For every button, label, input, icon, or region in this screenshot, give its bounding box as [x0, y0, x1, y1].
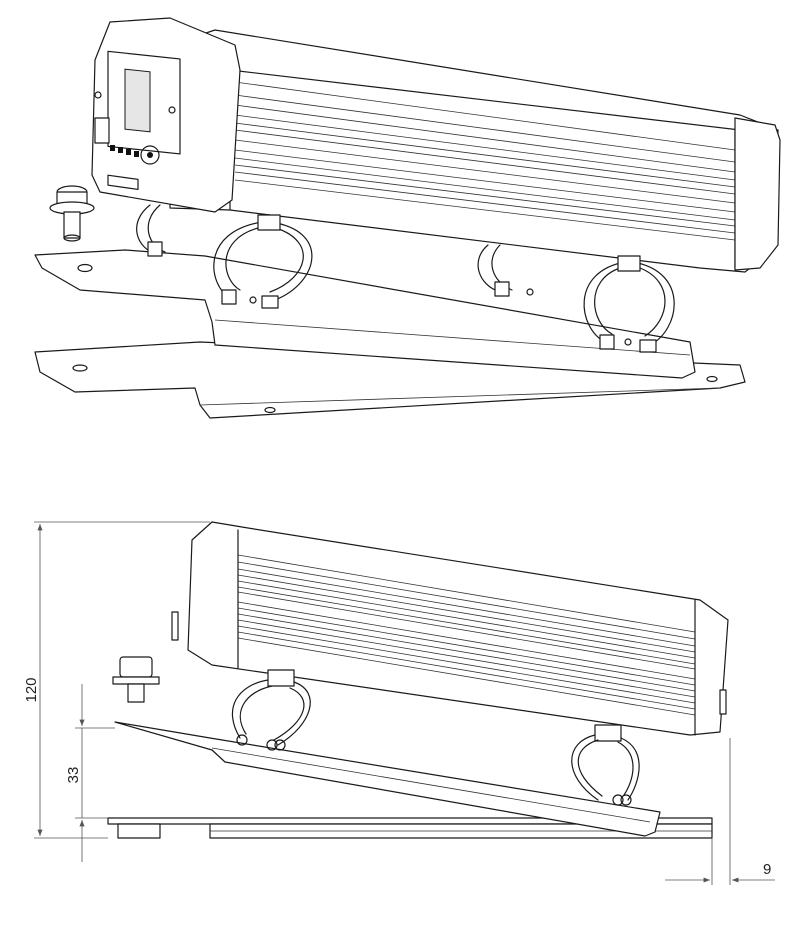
iso-bolt — [49, 185, 95, 242]
dimension-clamp-height: 33 — [65, 684, 115, 862]
iso-clamp-rear-right — [583, 255, 675, 353]
iso-rear-end-cap — [734, 117, 781, 271]
dimension-label-9: 9 — [763, 861, 771, 878]
side-clamp-rear — [571, 724, 640, 806]
iso-housing — [169, 29, 779, 273]
iso-clamp-front-right — [213, 214, 313, 309]
dimension-label-33: 33 — [65, 767, 82, 784]
dimension-offset: 9 — [665, 738, 775, 885]
iso-front-end-cap — [91, 17, 241, 213]
iso-clamp-rear-left — [477, 244, 534, 297]
side-clamp-front — [231, 669, 311, 751]
isometric-view — [34, 17, 781, 419]
side-base-plate — [107, 817, 713, 839]
side-bracket — [114, 721, 661, 837]
side-housing — [171, 521, 729, 736]
iso-clamp-front-left — [136, 204, 166, 257]
side-bolt — [112, 656, 160, 703]
dimension-height-total: 120 — [23, 521, 210, 839]
side-view: 120 33 9 — [23, 521, 775, 885]
dimension-label-120: 120 — [23, 677, 40, 702]
